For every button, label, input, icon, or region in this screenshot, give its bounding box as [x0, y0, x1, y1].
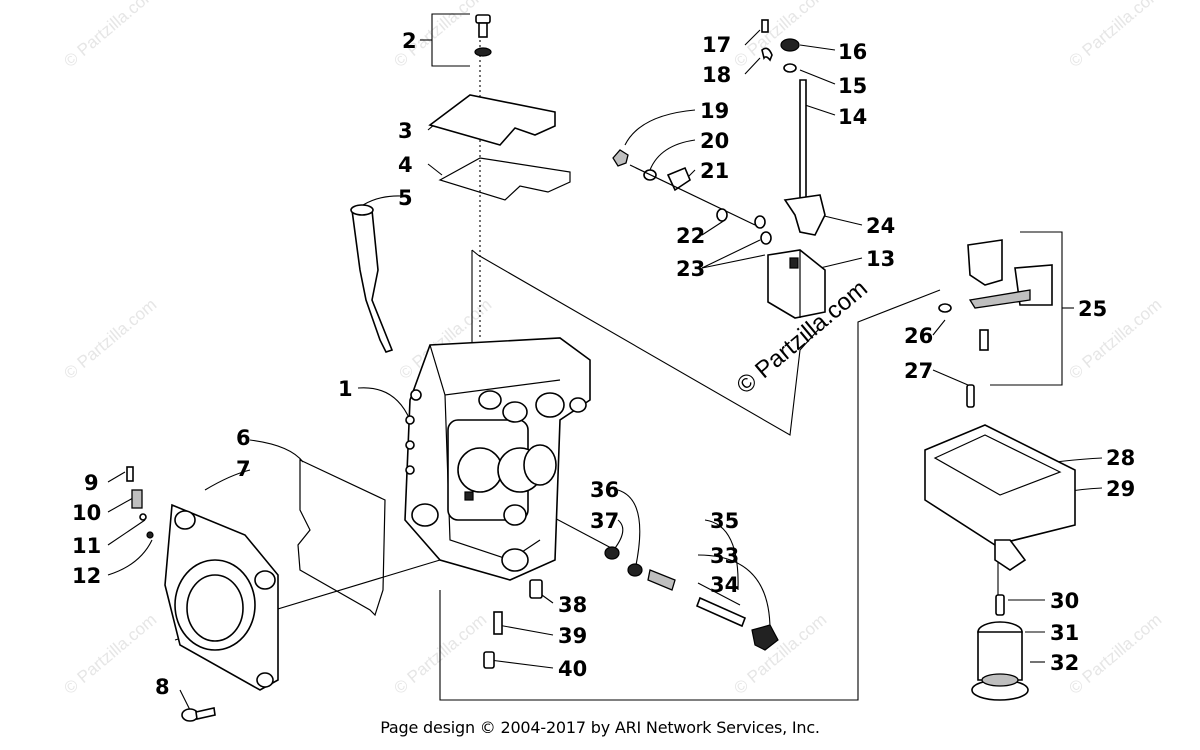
- screw-part-2: [474, 14, 492, 57]
- watermark: © Partzilla.com: [730, 0, 830, 71]
- linkage-parts-19-24: [612, 149, 826, 245]
- callout-34: 34: [710, 573, 739, 597]
- callout-22: 22: [676, 224, 705, 248]
- callout-36: 36: [590, 478, 619, 502]
- copyright-footer: Page design © 2004-2017 by ARI Network S…: [380, 718, 820, 737]
- callout-15: 15: [838, 74, 867, 98]
- choke-plunger-part-5: [350, 204, 394, 353]
- watermark: © Partzilla.com: [60, 0, 160, 71]
- callout-26: 26: [904, 324, 933, 348]
- callout-35: 35: [710, 509, 739, 533]
- callout-40: 40: [558, 657, 587, 681]
- screw-part-30: [995, 594, 1005, 616]
- callout-11: 11: [72, 534, 101, 558]
- callout-1: 1: [338, 377, 353, 401]
- watermark: © Partzilla.com: [60, 610, 160, 698]
- watermark: © Partzilla.com: [1065, 610, 1165, 698]
- callout-25: 25: [1078, 297, 1107, 321]
- callout-27: 27: [904, 359, 933, 383]
- idle-screw-parts-9-12: [126, 466, 154, 539]
- callout-5: 5: [398, 186, 413, 210]
- callout-32: 32: [1050, 651, 1079, 675]
- callout-labels: 1 2 3 4 5 6 7 8 9 10 11 12 13 14 15 16 1…: [72, 29, 1135, 699]
- top-cover-part-3: [428, 94, 556, 146]
- callout-9: 9: [84, 471, 99, 495]
- callout-29: 29: [1106, 477, 1135, 501]
- callout-12: 12: [72, 564, 101, 588]
- fitting-parts-31-32: [971, 621, 1029, 701]
- callout-23: 23: [676, 257, 705, 281]
- leader-lines: [107, 29, 1103, 711]
- callout-20: 20: [700, 129, 729, 153]
- callout-10: 10: [72, 501, 101, 525]
- screw-part-27: [966, 384, 975, 408]
- callout-8: 8: [155, 675, 170, 699]
- callout-33: 33: [710, 544, 739, 568]
- mixture-screw-parts-33-37: [604, 546, 779, 651]
- callout-24: 24: [866, 214, 895, 238]
- callout-14: 14: [838, 105, 867, 129]
- callout-28: 28: [1106, 446, 1135, 470]
- o-ring-part-26: [938, 303, 952, 313]
- callout-16: 16: [838, 40, 867, 64]
- callout-37: 37: [590, 509, 619, 533]
- callout-19: 19: [700, 99, 729, 123]
- watermark: © Partzilla.com: [730, 610, 830, 698]
- jet-parts-38-40: [483, 579, 543, 669]
- callout-17: 17: [702, 33, 731, 57]
- throttle-slide-part-13: [767, 249, 826, 319]
- float-bowl-parts-28-29: [924, 424, 1076, 571]
- callout-39: 39: [558, 624, 587, 648]
- callout-31: 31: [1050, 621, 1079, 645]
- gasket-part-6: [297, 459, 386, 617]
- callout-7: 7: [236, 457, 251, 481]
- parts: [126, 14, 1076, 722]
- callout-18: 18: [702, 63, 731, 87]
- needle-parts-14-18: [761, 19, 807, 213]
- screw-part-8: [181, 707, 216, 722]
- group-brackets: [420, 13, 1074, 701]
- callout-6: 6: [236, 426, 251, 450]
- carburetor-body-part-1: [404, 337, 591, 581]
- callout-21: 21: [700, 159, 729, 183]
- callout-4: 4: [398, 153, 413, 177]
- watermark: © Partzilla.com: [1065, 0, 1165, 71]
- watermark: © Partzilla.com: [60, 295, 160, 383]
- callout-3: 3: [398, 119, 413, 143]
- gasket-part-4: [438, 157, 571, 201]
- callout-30: 30: [1050, 589, 1079, 613]
- float-assembly-part-25: [967, 239, 1053, 351]
- adapter-part-7: [164, 503, 279, 691]
- callout-38: 38: [558, 593, 587, 617]
- callout-2: 2: [402, 29, 417, 53]
- callout-13: 13: [866, 247, 895, 271]
